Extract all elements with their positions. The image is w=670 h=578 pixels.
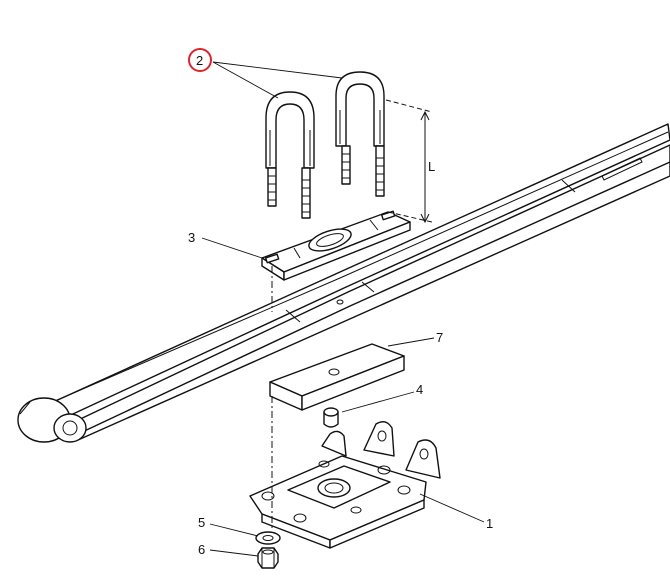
- leaf-spring: [17, 123, 670, 443]
- callout-5: 5: [198, 515, 205, 530]
- callout-highlight-ring: [188, 48, 212, 72]
- callout-3: 3: [188, 230, 195, 245]
- callout-2: 2: [188, 48, 212, 72]
- nut-part-6: [257, 547, 279, 569]
- washer-part-5: [255, 531, 281, 545]
- dimension-l: L: [385, 99, 435, 224]
- callout-1: 1: [486, 516, 493, 531]
- svg-text:2: 2: [196, 53, 203, 68]
- callout-4: 4: [416, 382, 423, 397]
- spring-seat-part-1: [249, 421, 441, 549]
- spring-eye: [17, 397, 87, 443]
- callout-6: 6: [198, 542, 205, 557]
- u-bolt-left: [265, 91, 315, 219]
- pin-part-4: [323, 407, 339, 428]
- dimension-label: L: [428, 159, 435, 174]
- top-plate-part-3: [261, 210, 411, 281]
- spacer-block-part-7: [269, 343, 405, 411]
- callout-7: 7: [436, 330, 443, 345]
- leader-lines: [201, 61, 485, 557]
- u-bolt-right: [335, 71, 385, 197]
